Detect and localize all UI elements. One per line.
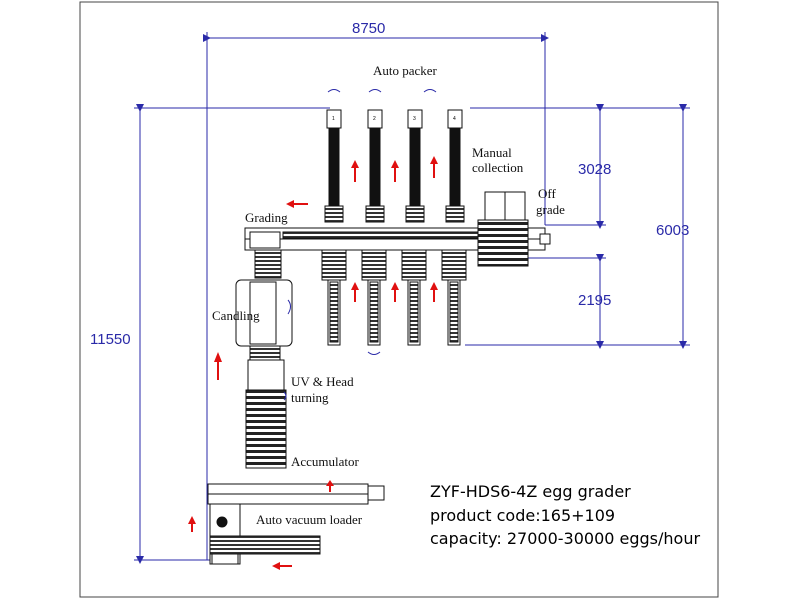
packer-lanes-lower xyxy=(321,249,467,346)
lane-number-3: 3 xyxy=(413,116,416,122)
flow-arrow-packer-2 xyxy=(391,160,399,182)
flow-arrow-lower-1 xyxy=(351,282,359,302)
label-uv-head-line1: UV & Head xyxy=(291,374,354,389)
packer-lane-4 xyxy=(445,109,465,223)
flow-arrow-candling xyxy=(214,352,222,380)
lane-number-2: 2 xyxy=(373,116,376,122)
label-candling: Candling xyxy=(212,308,260,323)
accumulator-rollers xyxy=(245,389,287,469)
dimension-right-height: 6003 xyxy=(656,222,689,239)
dimension-overall-height: 11550 xyxy=(90,331,131,348)
label-accumulator: Accumulator xyxy=(291,454,360,469)
label-manual-collection-line1: Manual xyxy=(472,145,512,160)
flow-arrow-packer-1 xyxy=(351,160,359,182)
dimension-upper-height: 3028 xyxy=(578,161,611,178)
label-auto-vacuum-loader: Auto vacuum loader xyxy=(256,512,363,527)
off-grade-unit xyxy=(477,191,529,267)
flow-arrows xyxy=(188,156,438,570)
spec-block: ZYF-HDS6-4Z egg grader product code:165+… xyxy=(430,480,700,551)
spec-product-code: product code:165+109 xyxy=(430,505,616,525)
rotation-icon-bottom xyxy=(367,351,381,355)
label-auto-packer: Auto packer xyxy=(373,63,438,78)
flow-arrow-lower-2 xyxy=(391,282,399,302)
label-off-grade-line2: grade xyxy=(536,202,565,217)
lower-lane-4 xyxy=(441,249,467,346)
packer-lane-3 xyxy=(405,109,425,223)
flow-arrow-lower-3 xyxy=(430,282,438,302)
dimension-lines xyxy=(134,32,690,564)
candling-rotation-icons xyxy=(283,299,291,401)
label-grading: Grading xyxy=(245,210,288,225)
flow-arrow-grading xyxy=(286,200,308,208)
spec-model: ZYF-HDS6-4Z egg grader xyxy=(430,482,631,501)
flow-arrow-accumulator xyxy=(326,480,334,492)
lower-lane-1 xyxy=(321,249,347,346)
lane-number-1: 1 xyxy=(332,116,335,122)
packer-lane-2 xyxy=(365,109,385,223)
label-off-grade-line1: Off xyxy=(538,186,556,201)
flow-arrow-packer-3 xyxy=(430,156,438,178)
label-uv-head-line2: turning xyxy=(291,390,329,405)
flow-arrow-loader-up xyxy=(188,516,196,532)
lower-lane-3 xyxy=(401,249,427,346)
flow-arrow-loader-left xyxy=(272,562,292,570)
dimension-lower-height: 2195 xyxy=(578,292,611,309)
dimension-top-width: 8750 xyxy=(352,20,385,37)
packer-lane-1 xyxy=(324,109,344,223)
packer-lanes-upper xyxy=(324,109,465,223)
vacuum-loader xyxy=(207,483,385,565)
lower-lane-2 xyxy=(361,249,387,346)
grading-conveyor xyxy=(244,227,551,251)
drawing-frame xyxy=(79,1,719,598)
lane-number-4: 4 xyxy=(453,116,456,122)
rotation-icons-top xyxy=(327,89,437,93)
vertical-line xyxy=(235,249,293,469)
spec-capacity: capacity: 27000-30000 eggs/hour xyxy=(430,529,701,548)
label-manual-collection-line2: collection xyxy=(472,160,524,175)
